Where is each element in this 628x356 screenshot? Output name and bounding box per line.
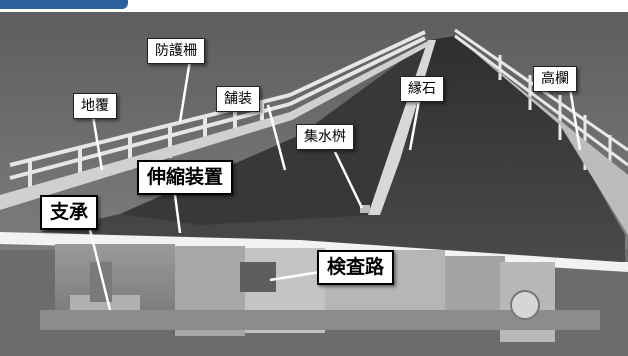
label-expansion-joint: 伸縮装置 <box>137 160 234 195</box>
label-high-rail: 高欄 <box>533 66 577 92</box>
label-inspection-path: 検査路 <box>317 250 395 285</box>
label-curb: 縁石 <box>400 76 444 102</box>
label-bearing: 支承 <box>40 195 99 230</box>
leader-lines <box>88 59 582 311</box>
header-tab <box>0 0 128 9</box>
label-handrail: 防護柵 <box>147 38 205 64</box>
label-ground-cover: 地覆 <box>73 93 117 119</box>
label-catch-basin: 集水桝 <box>296 124 354 150</box>
substructure <box>40 244 600 342</box>
label-pavement: 舗装 <box>216 86 260 112</box>
